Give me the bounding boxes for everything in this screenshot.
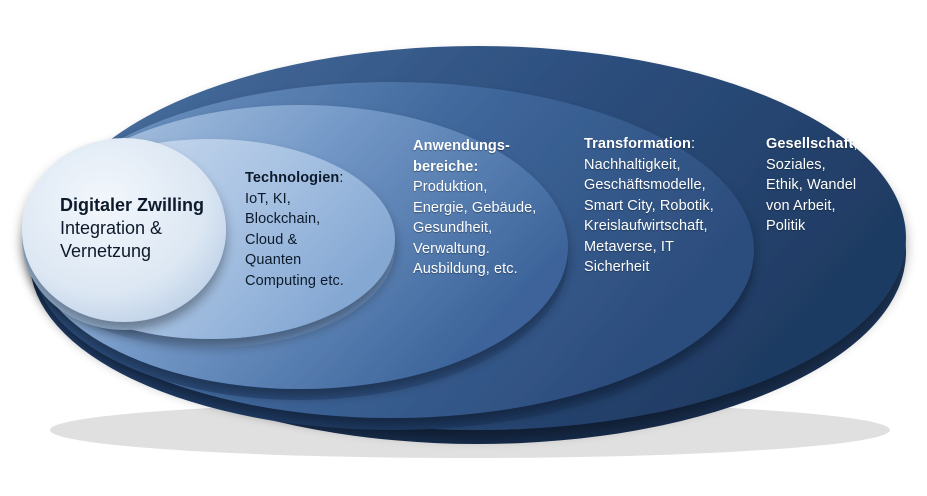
transformation-line: Smart City, Robotik, [584,197,714,214]
gesellschaft-line: Soziales, [766,156,826,173]
anwendungsbereiche-line: Verwaltung. [413,240,490,257]
technologien-line: Blockchain, [245,211,321,227]
transformation-heading: Transformation [584,136,691,152]
gesellschaft-line: von Arbeit, [766,197,836,214]
core-line: Vernetzung [60,241,152,261]
label-gesellschaft: Gesellschaft, Soziales, Ethik, Wandel vo… [766,134,858,237]
transformation-line: Metaverse, IT [584,238,674,255]
anwendungsbereiche-heading: bereiche: [413,158,479,175]
technologien-line: Cloud & [245,231,298,248]
anwendungsbereiche-line: Energie, Gebäude, [413,199,537,216]
technologien-line: Quanten [245,252,302,268]
label-digitaler-zwilling: Digitaler Zwilling Integration & Vernetz… [60,194,204,263]
technologien-line: IoT, KI, [245,190,291,207]
label-transformation: Transformation: Nachhaltigkeit, Geschäft… [584,134,714,278]
anwendungsbereiche-line: Produktion, [413,179,488,195]
anwendungsbereiche-line: Ausbildung, etc. [413,261,518,277]
ring-core [22,138,226,330]
gesellschaft-suffix: , [853,136,858,152]
technologien-heading: Technologien [245,170,340,186]
transformation-line: Geschäftsmodelle, [584,177,706,193]
transformation-line: Sicherheit [584,259,650,275]
gesellschaft-heading: Gesellschaft [766,136,854,152]
label-anwendungsbereiche: Anwendungs- bereiche: Produktion, Energi… [413,136,536,280]
technologien-line: Computing etc. [245,272,344,289]
label-technologien: Technologien: IoT, KI, Blockchain, Cloud… [245,168,344,291]
gesellschaft-line: Ethik, Wandel [766,177,857,193]
core-heading: Digitaler Zwilling [60,195,205,215]
transformation-suffix: : [690,136,696,152]
technologien-suffix: : [339,170,344,186]
gesellschaft-line: Politik [766,218,806,234]
transformation-line: Kreislaufwirtschaft, [584,218,708,234]
core-line: Integration & [60,218,163,238]
anwendungsbereiche-line: Gesundheit, [413,220,493,236]
transformation-line: Nachhaltigkeit, [584,156,681,173]
anwendungsbereiche-heading: Anwendungs- [413,138,510,154]
